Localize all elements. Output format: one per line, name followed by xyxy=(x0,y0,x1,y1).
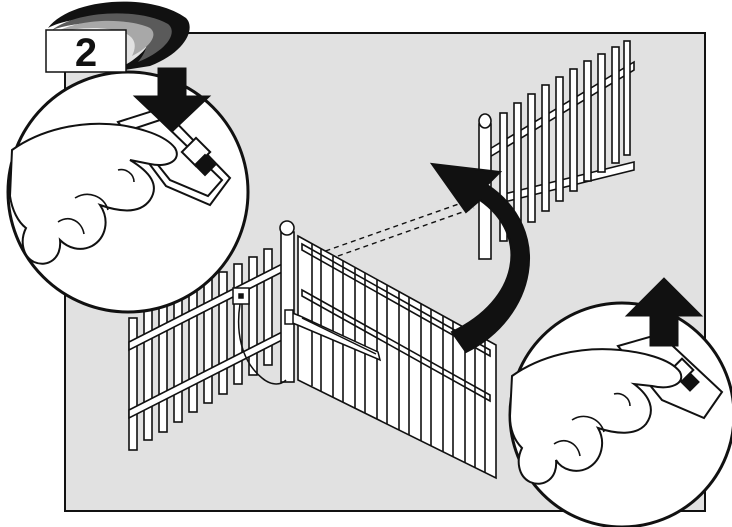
press-button-inset xyxy=(8,68,248,312)
gate-hinge-post xyxy=(281,232,294,382)
step-number: 2 xyxy=(75,31,97,75)
